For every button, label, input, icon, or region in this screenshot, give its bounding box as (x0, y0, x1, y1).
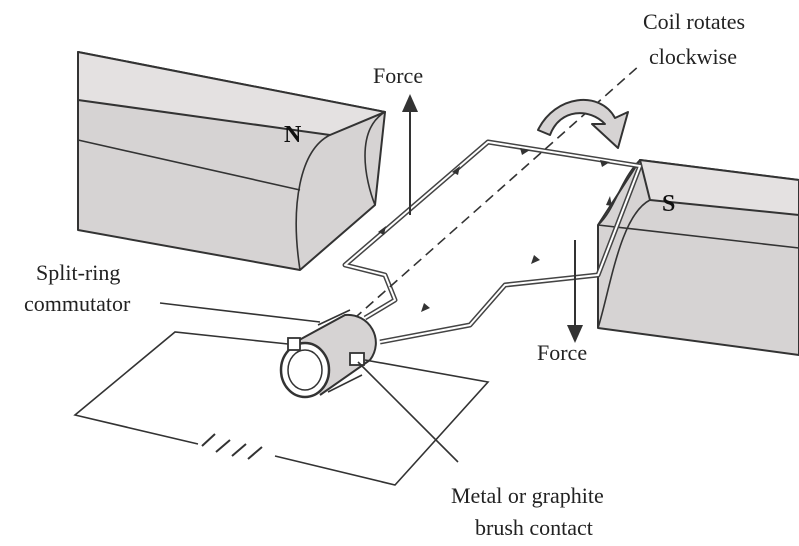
brush-label-line1: Metal or graphite (451, 483, 604, 508)
coil (342, 139, 643, 345)
rotation-arrow (537, 98, 629, 149)
brush-leader (357, 361, 459, 463)
split-ring-commutator (279, 309, 377, 399)
brush-label-line2: brush contact (475, 515, 593, 540)
rotation-label-line1: Coil rotates (643, 9, 745, 34)
force-bottom-label: Force (537, 340, 587, 365)
force-top-label: Force (373, 63, 423, 88)
north-pole-label: N (284, 122, 302, 148)
commutator-label-line1: Split-ring (36, 260, 120, 285)
battery-icon (201, 433, 263, 460)
brush-contact-left (287, 337, 301, 351)
north-magnet (77, 51, 386, 271)
commutator-label-line2: commutator (24, 291, 131, 316)
south-magnet (597, 159, 799, 356)
rotation-label-line2: clockwise (649, 44, 737, 69)
commutator-leader (159, 302, 321, 323)
brush-contact (349, 352, 365, 366)
south-pole-label: S (662, 191, 675, 217)
external-circuit (73, 331, 490, 486)
